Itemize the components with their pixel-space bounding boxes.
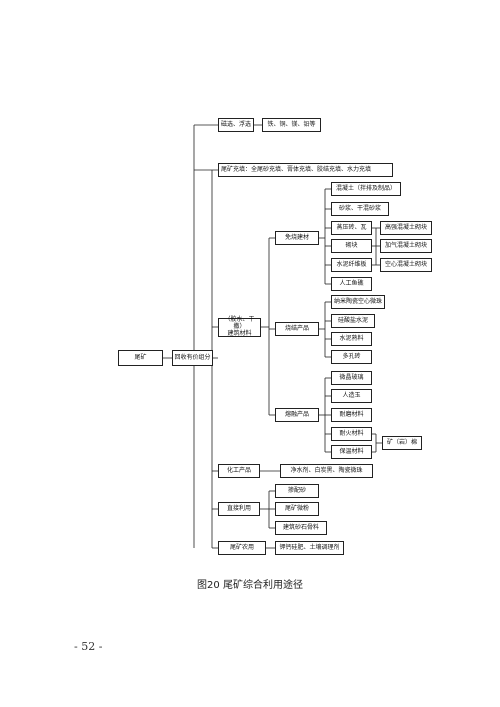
node-hollow-block: 空心混凝土砌块 [380,258,432,272]
node-direct-use: 直接利用 [218,502,260,516]
node-high-strength-block: 高强混凝土砌块 [380,221,432,235]
node-magnetic-flotation: 磁选、浮选 [218,118,254,132]
node-tailings-powder: 尾矿微粉 [275,502,319,516]
node-metals: 铁、铜、镁、铅等 [262,118,321,132]
node-tailings-agriculture: 尾矿农用 [218,541,266,555]
node-wear-resistant: 耐磨材料 [331,408,372,422]
node-chemical-products: 化工产品 [218,464,260,478]
node-insulation: 保温材料 [331,445,372,459]
node-refractory: 耐火材料 [331,427,372,441]
node-porous-brick: 多孔砖 [331,350,372,364]
node-cement-clinker: 水泥熟料 [331,332,372,346]
figure-caption: 图20 尾矿综合利用途径 [197,580,303,591]
node-silicate-cement: 硅酸盐水泥 [331,314,375,328]
node-aerated-block: 加气混凝土砌块 [380,239,432,253]
node-melted-products: 熔融产品 [275,408,319,422]
node-recover-components: 回收有价组分 [172,350,213,366]
node-mineral-wool: 矿（岩）棉 [382,436,422,450]
node-mortar: 砂浆、干混砂浆 [331,202,389,216]
node-artificial-jade: 人造玉 [331,389,372,403]
node-blended-sand: 掺配砂 [275,484,319,498]
building-materials-line1: （胶水、干撒） [224,316,255,331]
node-block: 砌块 [331,239,372,253]
node-fertilizer: 钾钙硅肥、土壤调理剂 [275,541,344,555]
node-building-materials: （胶水、干撒） 建筑材料 [218,316,261,337]
node-glass-ceramic: 微晶玻璃 [331,371,372,385]
node-fired-products: 烧结产品 [275,322,319,336]
node-artificial-fish-reef: 人工鱼礁 [331,277,372,291]
node-pressed-brick: 蒸压砖、瓦 [331,221,372,235]
node-tailings-backfill: 尾矿充填：全尾砂充填、膏体充填、胶结充填、水力充填 [218,163,393,177]
node-tailings: 尾矿 [118,350,163,366]
node-cement-fiberboard: 水泥纤维板 [331,258,372,272]
node-nano-ceramic-beads: 纳米陶瓷空心微珠 [331,295,385,309]
building-materials-line2: 建筑材料 [227,329,252,337]
page-number: - 52 - [74,640,103,653]
node-chemical-items: 净水剂、白炭黑、陶瓷微珠 [280,464,373,478]
node-unfired-materials: 免烧建材 [275,231,319,245]
node-building-aggregate: 建筑砂石骨料 [275,521,327,535]
node-concrete: 混凝土（拌排及制品） [331,182,401,196]
